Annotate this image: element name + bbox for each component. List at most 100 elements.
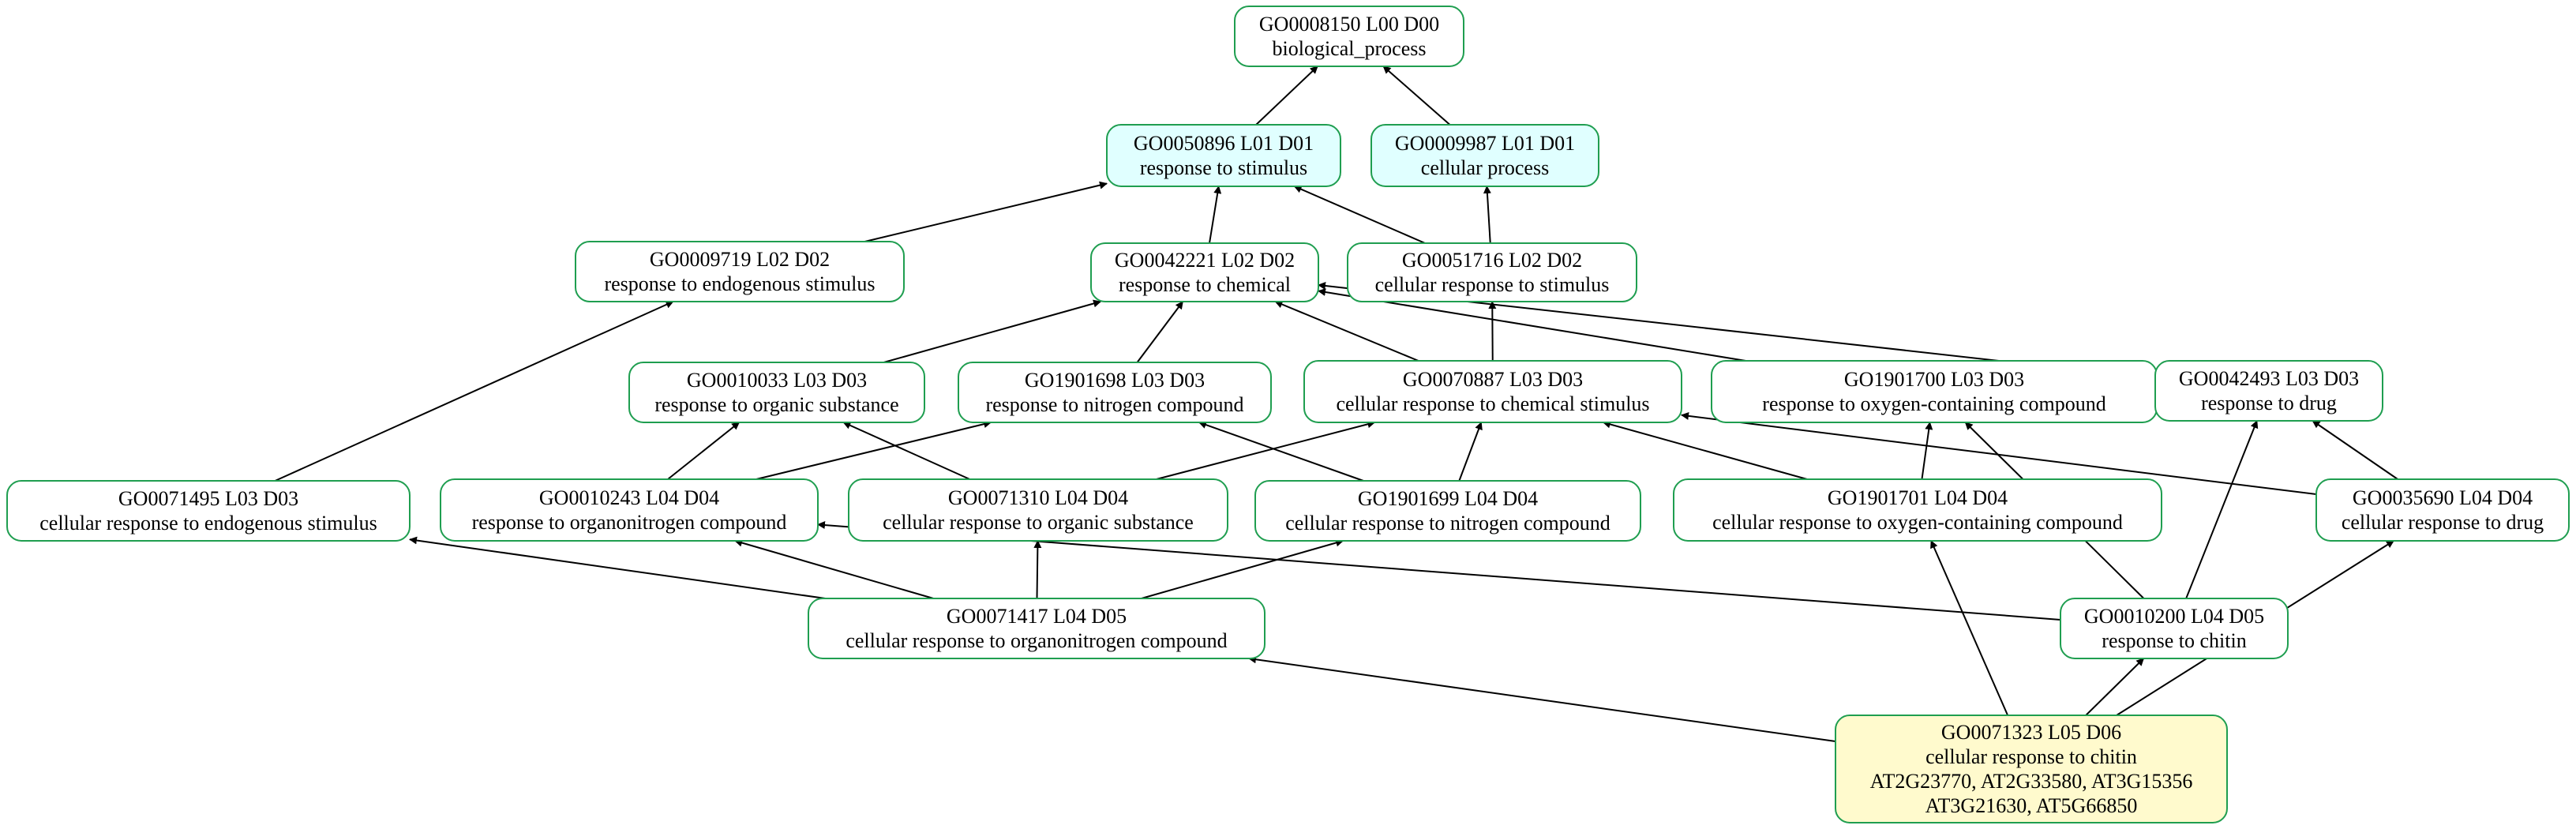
- node-term-label: response to nitrogen compound: [985, 393, 1243, 416]
- node-box: [2154, 360, 2383, 422]
- node-term-label: cellular response to oxygen-containing c…: [1712, 511, 2123, 534]
- node-id-label: GO0070887 L03 D03: [1403, 368, 1583, 391]
- node-box: [1370, 124, 1599, 187]
- node-box: [1106, 124, 1341, 187]
- node-box: [1090, 242, 1319, 302]
- node-id-label: GO1901699 L04 D04: [1358, 487, 1538, 510]
- edge-GO1901699-to-GO0070887: [1458, 422, 1483, 482]
- node-id-label: GO0071310 L04 D04: [948, 486, 1128, 509]
- node-id-label: GO0071417 L04 D05: [947, 605, 1127, 628]
- node-term-label: response to chitin: [2102, 629, 2246, 652]
- node-box: [958, 362, 1272, 423]
- node-box: [628, 362, 925, 423]
- node-term-label: cellular response to chitin: [1925, 745, 2137, 768]
- node-term-label: response to organic substance: [654, 393, 898, 416]
- edge-GO0071417-to-GO1901699: [1141, 538, 1344, 599]
- node-box: [848, 478, 1228, 542]
- edge-GO0010200-to-GO0042493: [2185, 420, 2259, 599]
- node-layer: GO0008150 L00 D00biological_processGO005…: [6, 6, 2570, 823]
- node-box: [2315, 478, 2570, 542]
- node-box: [1835, 715, 2228, 823]
- node-term-label: response to drug: [2201, 392, 2337, 414]
- node-box: [2060, 598, 2289, 659]
- edge-GO0050896-to-GO0008150: [1255, 66, 1318, 126]
- node-id-label: GO0051716 L02 D02: [1402, 249, 1582, 272]
- node-box: [440, 478, 819, 542]
- node-term-label: response to endogenous stimulus: [604, 272, 875, 295]
- edge-GO0071310-to-GO0070887: [1156, 420, 1376, 480]
- node-box: [1254, 480, 1641, 542]
- node-id-label: GO0010243 L04 D04: [539, 486, 719, 509]
- edge-GO1901698-to-GO0042221: [1136, 301, 1184, 363]
- node-id-label: GO0042493 L03 D03: [2179, 367, 2359, 390]
- node-term-label: response to stimulus: [1140, 156, 1307, 179]
- node-gene-label: AT3G21630, AT5G66850: [1925, 794, 2138, 817]
- edge-GO0071417-to-GO0071495: [409, 536, 826, 599]
- edge-GO0010033-to-GO0042221: [883, 299, 1102, 363]
- node-box: [575, 241, 905, 302]
- node-box: [808, 598, 1266, 659]
- node-id-label: GO0071323 L05 D06: [1941, 721, 2121, 744]
- node-box: [1303, 360, 1682, 423]
- node-box: [1234, 6, 1464, 67]
- node-box: [1673, 478, 2162, 542]
- node-id-label: GO0008150 L00 D00: [1259, 13, 1439, 36]
- edge-GO0071323-to-GO0010200: [2085, 658, 2145, 716]
- node-term-label: response to chemical: [1119, 273, 1291, 296]
- edge-GO0071310-to-GO0010033: [842, 422, 970, 480]
- edge-GO1901700-to-GO0042221: [1318, 288, 1746, 362]
- edge-GO0010243-to-GO0010033: [667, 422, 741, 480]
- node-id-label: GO0010033 L03 D03: [687, 369, 867, 392]
- node-id-label: GO1901700 L03 D03: [1844, 368, 2024, 391]
- edge-GO0010243-to-GO1901698: [756, 420, 992, 480]
- edge-GO1901701-to-GO1901700: [1921, 422, 1933, 480]
- edge-GO0070887-to-GO0042221: [1274, 300, 1419, 362]
- node-term-label: cellular response to organic substance: [883, 511, 1194, 534]
- node-term-label: response to oxygen-containing compound: [1762, 392, 2105, 415]
- node-term-label: cellular response to chemical stimulus: [1336, 392, 1649, 415]
- edge-GO0071323-to-GO1901701: [1930, 540, 2009, 716]
- node-id-label: GO0009719 L02 D02: [650, 248, 830, 271]
- node-term-label: cellular response to stimulus: [1375, 273, 1610, 296]
- node-term-label: cellular response to nitrogen compound: [1285, 512, 1610, 535]
- node-id-label: GO1901698 L03 D03: [1025, 369, 1205, 392]
- edge-GO0009987-to-GO0008150: [1382, 66, 1451, 126]
- edge-GO0051716-to-GO0009987: [1483, 186, 1491, 244]
- node-id-label: GO0009987 L01 D01: [1395, 132, 1575, 155]
- node-id-label: GO0042221 L02 D02: [1115, 249, 1295, 272]
- edge-GO0051716-to-GO0050896: [1293, 186, 1426, 244]
- edge-GO0071417-to-GO0071310: [1033, 540, 1042, 599]
- node-term-label: cellular response to drug: [2342, 511, 2544, 534]
- edge-GO0009719-to-GO0050896: [864, 181, 1108, 242]
- node-id-label: GO0010200 L04 D05: [2084, 605, 2264, 628]
- node-box: [6, 480, 411, 542]
- node-term-label: cellular response to organonitrogen comp…: [846, 629, 1227, 652]
- edge-GO1901699-to-GO1901698: [1198, 421, 1364, 482]
- node-id-label: GO1901701 L04 D04: [1828, 486, 2008, 509]
- node-term-label: cellular response to endogenous stimulus: [39, 512, 377, 535]
- node-id-label: GO0050896 L01 D01: [1134, 132, 1314, 155]
- node-term-label: biological_process: [1273, 37, 1427, 60]
- edge-GO0071323-to-GO0071417: [1247, 655, 1836, 742]
